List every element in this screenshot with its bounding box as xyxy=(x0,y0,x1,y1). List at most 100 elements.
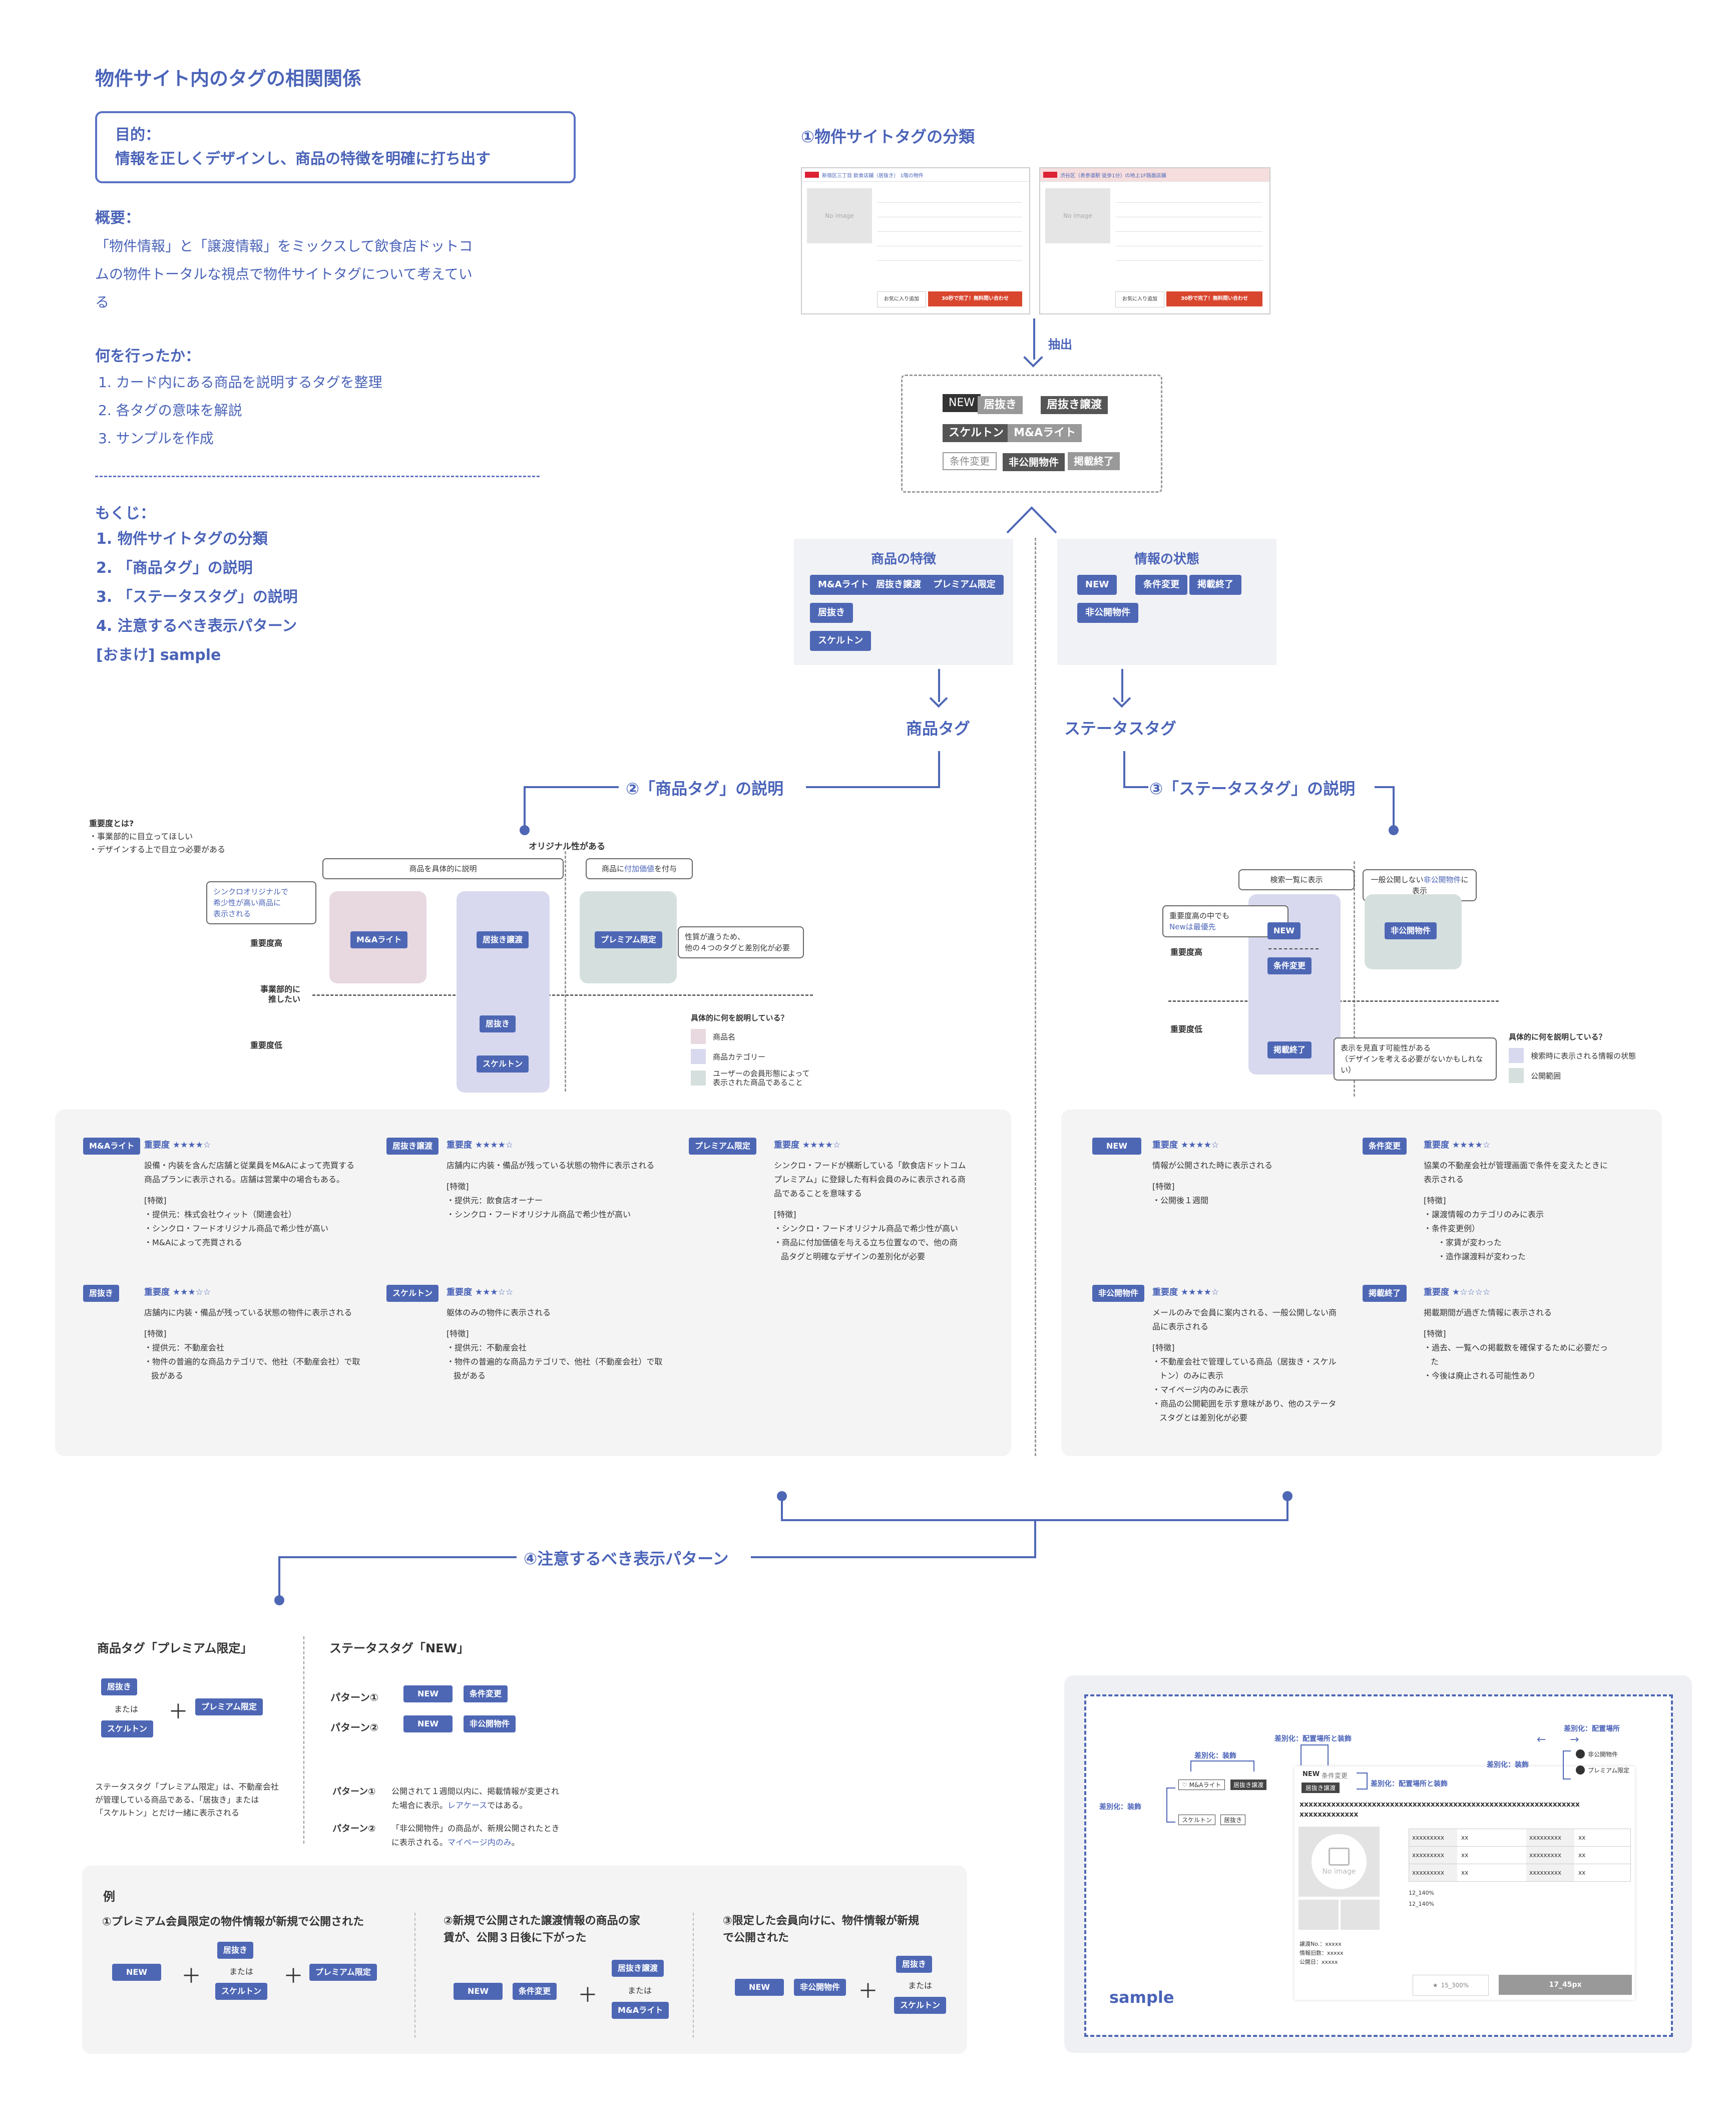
s4-drop xyxy=(278,1556,280,1600)
table-cell: xxxxxxxxx xyxy=(1526,1829,1574,1846)
s4-left-drop xyxy=(781,1496,783,1520)
card-desc: プレミアム」に登録した有料会員のみに表示される商 xyxy=(774,1175,966,1184)
example-line: ③限定した会員向けに、物件情報が新規 xyxy=(723,1915,919,1927)
sample-thumb-2 xyxy=(1341,1900,1380,1930)
page-title: 物件サイト内のタグの相関関係 xyxy=(95,68,362,90)
meta-line: 情報旧数：xxxxx xyxy=(1299,1950,1344,1956)
s2-connector-dot xyxy=(520,825,530,835)
s4-center-drop xyxy=(1034,1519,1036,1557)
card-feature-heading: [特徴] xyxy=(1424,1329,1446,1338)
tag-inuki: 居抜き xyxy=(896,1956,933,1973)
tag-inuki: 居抜き xyxy=(480,1015,516,1032)
importance-def: 重要度とは? ・事業部的に目立ってほしい ・デザインする上で目立つ必要がある xyxy=(89,817,225,856)
callout-emphasis: Newは最優先 xyxy=(1169,922,1216,931)
card-cta-button[interactable]: 30秒で完了！無料問い合わせ xyxy=(928,291,1022,306)
sample-title-line2: xxxxxxxxxxxxx xyxy=(1299,1811,1359,1819)
example-label: 例 xyxy=(103,1890,115,1904)
card-feature-heading: [特徴] xyxy=(144,1196,167,1205)
no-image-label: No image xyxy=(1322,1868,1356,1876)
table-cell: xxxxxxxxx xyxy=(1526,1847,1574,1864)
feature-arrow-head xyxy=(929,689,948,708)
legend-swatch xyxy=(691,1049,706,1064)
example3-title: ③限定した会員向けに、物件情報が新規 で公開された xyxy=(723,1913,919,1947)
meta-line: 公開日：xxxxx xyxy=(1299,1959,1338,1965)
example-line: 賃が、公開３日後に下がった xyxy=(444,1932,587,1944)
tag-skeleton: スケルトン xyxy=(386,1285,439,1302)
tag-premium: プレミアム限定 xyxy=(195,1698,263,1715)
callout-line: シンクロオリジナルで xyxy=(213,887,289,896)
card-feature: ・提供元：不動産会社 xyxy=(144,1343,225,1352)
toc-item[interactable]: 4. 注意するべき表示パターン xyxy=(96,617,297,635)
s2-legend: 具体的に何を説明している？ 商品名 商品カテゴリー ユーザーの会員形態によって表… xyxy=(691,1012,810,1087)
purpose-label: 目的： xyxy=(115,126,160,144)
tag-new: NEW xyxy=(403,1715,453,1732)
card-desc: 品に表示される xyxy=(1152,1322,1209,1331)
sample-title-line: xxxxxxxxxxxxxxxxxxxxxxxxxxxxxxxxxxxxxxxx… xyxy=(1299,1801,1580,1809)
toc-item[interactable]: 2. 「商品タグ」の説明 xyxy=(96,559,253,577)
card-feature: ・提供元：株式会社ウィット（関連会社） xyxy=(144,1210,297,1219)
annot-bracket-place xyxy=(1300,1744,1329,1766)
tag-skeleton: スケルトン xyxy=(894,1997,947,2014)
card-heading[interactable]: 新宿区三丁目 飲食店舗（居抜き） 1階の物件 xyxy=(822,173,924,179)
callout-line: 重要度高の中でも xyxy=(1169,911,1230,920)
pattern2-desc: 「非公開物件」の商品が、新規公開されたとき に表示される。マイページ内のみ。 xyxy=(391,1822,560,1850)
toc-item[interactable]: 3. 「ステータスタグ」の説明 xyxy=(96,588,298,606)
tag-new: NEW xyxy=(454,1983,503,2000)
tag-new: NEW xyxy=(112,1964,161,1981)
card-feature-heading: [特徴] xyxy=(447,1182,469,1191)
card-desc: 表示される xyxy=(1424,1175,1464,1184)
card-desc: 協業の不動産会社が管理画面で条件を変えたときに xyxy=(1424,1161,1608,1170)
tag-ma-light: M&Aライト xyxy=(83,1138,141,1155)
sample-cta-button[interactable]: 17_45px xyxy=(1499,1975,1632,1995)
table-cell: xx xyxy=(1461,1852,1469,1859)
table-cell: xx xyxy=(1578,1852,1586,1859)
card-desc: 掲載期間が過ぎた情報に表示される xyxy=(1424,1308,1552,1317)
overview-line: ムの物件トータルな視点で物件サイトタグについて考えてい xyxy=(95,266,473,282)
biz-push-label: 事業部的に 推したい xyxy=(260,984,300,1004)
no-image-label: No image xyxy=(1063,212,1092,219)
importance-stars: 重要度 ★★★★☆ xyxy=(1152,1140,1219,1150)
sample-tag-inuki: 居抜き xyxy=(1220,1815,1246,1825)
toc-item[interactable]: 1. 物件サイトタグの分類 xyxy=(96,530,268,548)
sample-meta: 譲渡No.：xxxxx 情報旧数：xxxxx 公開日：xxxxx xyxy=(1299,1940,1344,1967)
or-label: または xyxy=(628,1986,652,1995)
status-arrow xyxy=(1121,669,1123,702)
s3-connector-drop xyxy=(1393,786,1395,831)
card-feature: ・譲渡情報のカテゴリのみに表示 xyxy=(1424,1210,1544,1219)
tag-joken: 条件変更 xyxy=(513,1983,557,2000)
tag-skeleton: スケルトン xyxy=(215,1983,268,2000)
sample-image: No image xyxy=(1298,1827,1380,1897)
card-fav-button[interactable]: お気に入り追加 xyxy=(877,291,926,307)
table-cell: xx xyxy=(1578,1869,1586,1876)
feature-arrow xyxy=(938,669,940,702)
card-desc: 店舗内に内装・備品が残っている状態の物件に表示される xyxy=(144,1308,352,1317)
annot-bracket-mid xyxy=(1357,1773,1368,1790)
card-heading[interactable]: 渋谷区（表参道駅 徒歩1分）の地上1F路面店舗 xyxy=(1060,173,1166,179)
callout-rare: シンクロオリジナルで 希少性が高い商品に 表示される xyxy=(206,881,316,924)
tag-hikokai: 非公開物件 xyxy=(1092,1285,1145,1302)
legend-swatch xyxy=(1509,1068,1524,1083)
legend-swatch xyxy=(691,1029,706,1044)
sample-value-1: 12_140% xyxy=(1409,1890,1434,1896)
s3-connector-dot xyxy=(1389,825,1399,835)
premium-note: ステータスタグ「プレミアム限定」は、不動産会社 が管理している商品である、「居抜… xyxy=(95,1781,279,1820)
card-feature: ・条件変更例） xyxy=(1424,1224,1480,1233)
arrow-right-icon: → xyxy=(1570,1733,1579,1746)
intro-divider xyxy=(95,476,540,477)
card-fav-button[interactable]: お気に入り追加 xyxy=(1115,291,1164,307)
sample-fav-button[interactable]: ★15_300% xyxy=(1413,1975,1489,1996)
toc-item[interactable]: [おまけ] sample xyxy=(96,646,221,664)
card-ma-light: M&Aライト 重要度 ★★★★☆ 設備・内装を含んだ店舗と従業員をM&Aによって… xyxy=(83,1138,363,1250)
importance-question: 重要度とは? xyxy=(89,819,134,828)
card-feature-heading: [特徴] xyxy=(1152,1343,1175,1352)
imp-low-label: 重要度低 xyxy=(250,1040,283,1050)
example-line: ②新規で公開された譲渡情報の商品の家 xyxy=(444,1915,640,1927)
biz-line: 推したい xyxy=(268,994,301,1004)
legend-label: ユーザーの会員形態によって表示された商品であること xyxy=(713,1069,810,1087)
plus-icon: ＋ xyxy=(283,1965,303,1988)
note-emphasis: 非公開物件 xyxy=(1423,875,1461,884)
sample-tag-skeleton: スケルトン xyxy=(1178,1815,1216,1825)
plus-icon: ＋ xyxy=(578,1984,598,2007)
extract-arrow-line xyxy=(1033,318,1035,360)
card-cta-button[interactable]: 30秒で完了！無料問い合わせ xyxy=(1166,291,1262,306)
